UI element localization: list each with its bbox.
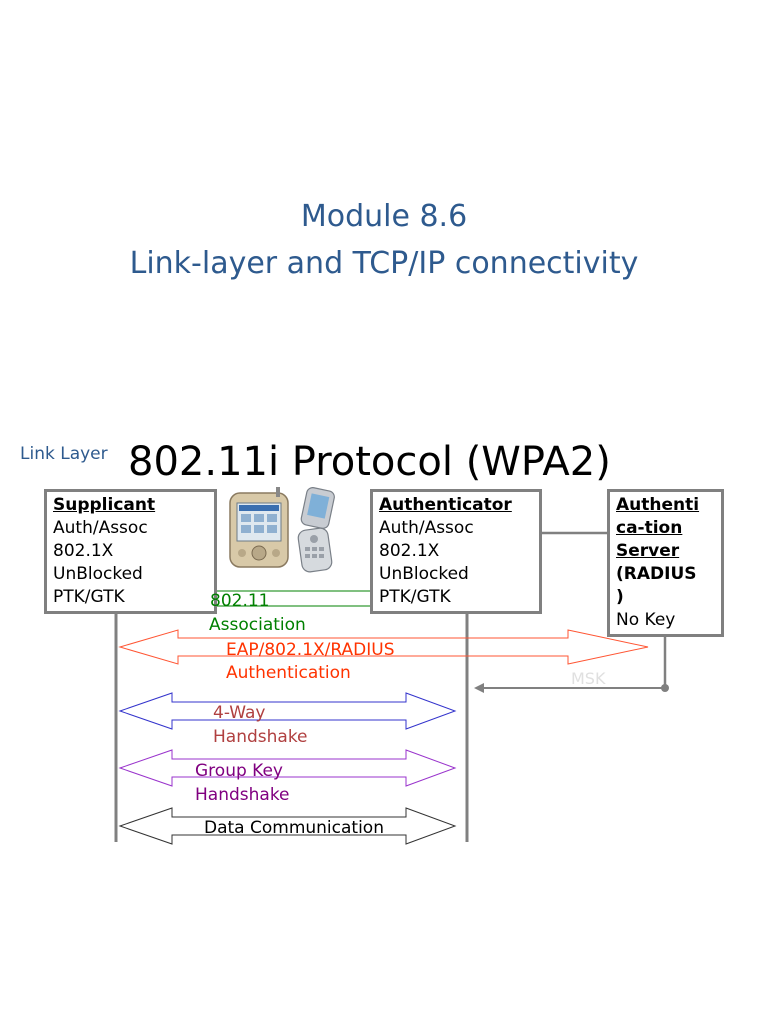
auth-server-radius-close: ) (616, 587, 624, 607)
msk-arrow-head (474, 683, 484, 693)
association-label-1: 802.11 (210, 591, 270, 611)
auth-server-title: Server (616, 541, 680, 561)
auth-server-key: No Key (616, 610, 676, 630)
supplicant-line: PTK/GTK (53, 587, 125, 607)
supplicant-line: Auth/Assoc (53, 518, 148, 538)
data-arrow (118, 807, 457, 845)
pda-device-icon (229, 487, 289, 568)
fourway-label-1: 4-Way (213, 703, 266, 723)
eap-label-1: EAP/802.1X/RADIUS (226, 640, 395, 660)
auth-server-title: Authenti (616, 495, 700, 515)
msk-label: MSK (571, 669, 606, 688)
authenticator-box: Authenticator Auth/Assoc 802.1X UnBlocke… (370, 489, 542, 614)
eap-label-2: Authentication (226, 663, 351, 683)
slide-heading: 802.11i Protocol (WPA2) (128, 439, 611, 485)
module-title-line2: Link-layer and TCP/IP connectivity (129, 246, 639, 281)
supplicant-line: 802.1X (53, 541, 114, 561)
flip-phone-icon (297, 487, 335, 573)
auth-server-radius: (RADIUS (616, 564, 697, 584)
groupkey-label-2: Handshake (195, 785, 290, 805)
supplicant-box: Supplicant Auth/Assoc 802.1X UnBlocked P… (44, 489, 217, 614)
authenticator-line: 802.1X (379, 541, 440, 561)
authenticator-line: PTK/GTK (379, 587, 451, 607)
data-communication-label: Data Communication (204, 818, 384, 838)
eap-arrow (118, 629, 649, 665)
association-label-2: Association (209, 615, 306, 635)
auth-server-box: Authenti ca-tion Server (RADIUS ) No Key (607, 489, 724, 637)
msk-arrow-origin (661, 684, 669, 692)
groupkey-arrow (118, 749, 457, 787)
authenticator-title: Authenticator (379, 495, 512, 515)
auth-server-title: ca-tion (616, 518, 683, 538)
groupkey-label-1: Group Key (195, 761, 283, 781)
authenticator-line: UnBlocked (379, 564, 469, 584)
supplicant-title: Supplicant (53, 495, 156, 515)
module-title-line1: Module 8.6 (300, 199, 468, 234)
authenticator-line: Auth/Assoc (379, 518, 474, 538)
supplicant-line: UnBlocked (53, 564, 143, 584)
section-label: Link Layer (20, 444, 108, 464)
fourway-label-2: Handshake (213, 727, 308, 747)
fourway-arrow (118, 692, 457, 730)
